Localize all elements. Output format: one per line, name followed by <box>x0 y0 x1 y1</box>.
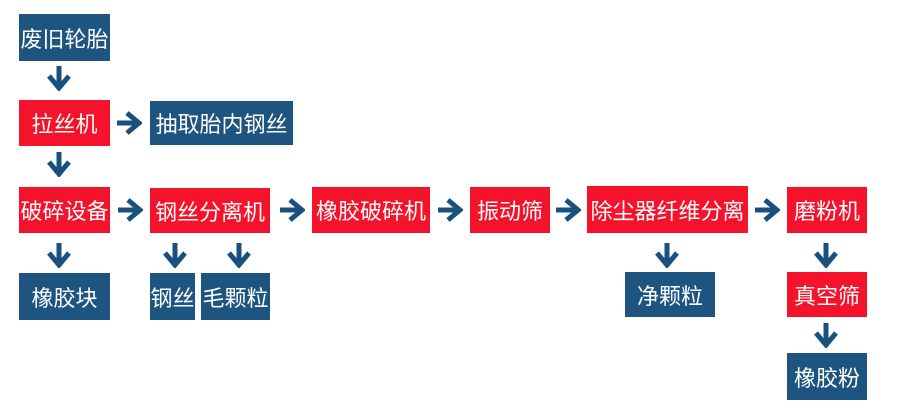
arrow-right-icon <box>555 198 581 222</box>
arrow-down-icon <box>813 322 839 348</box>
node-steel-wire-separator: 钢丝分离机 <box>150 188 270 233</box>
node-clean-granule: 净颗粒 <box>625 272 715 317</box>
node-steel-wire: 钢丝 <box>150 273 195 320</box>
node-rough-granule: 毛颗粒 <box>201 273 270 320</box>
node-extract-tire-wire: 抽取胎内钢丝 <box>150 101 293 145</box>
node-dust-fiber-separator: 除尘器纤维分离 <box>587 186 748 233</box>
arrow-down-icon <box>46 65 72 91</box>
arrow-right-icon <box>116 111 142 135</box>
node-grinding-machine: 磨粉机 <box>787 187 867 233</box>
arrow-right-icon <box>279 198 305 222</box>
arrow-down-icon <box>162 242 188 268</box>
arrow-down-icon <box>46 242 72 268</box>
arrow-right-icon <box>754 198 780 222</box>
node-wire-drawing-machine: 拉丝机 <box>19 100 110 146</box>
arrow-down-icon <box>226 242 252 268</box>
node-rubber-powder: 橡胶粉 <box>787 353 867 400</box>
node-waste-tire: 废旧轮胎 <box>19 14 110 61</box>
node-rubber-block: 橡胶块 <box>19 273 110 320</box>
arrow-right-icon <box>117 198 143 222</box>
arrow-down-icon <box>813 242 839 268</box>
node-crushing-equipment: 破碎设备 <box>19 187 110 233</box>
arrow-down-icon <box>46 151 72 177</box>
arrow-down-icon <box>654 242 680 268</box>
node-vibrating-screen: 振动筛 <box>470 187 550 233</box>
arrow-right-icon <box>437 198 463 222</box>
node-rubber-crusher: 橡胶破碎机 <box>312 187 430 233</box>
node-vacuum-screen: 真空筛 <box>787 272 867 317</box>
